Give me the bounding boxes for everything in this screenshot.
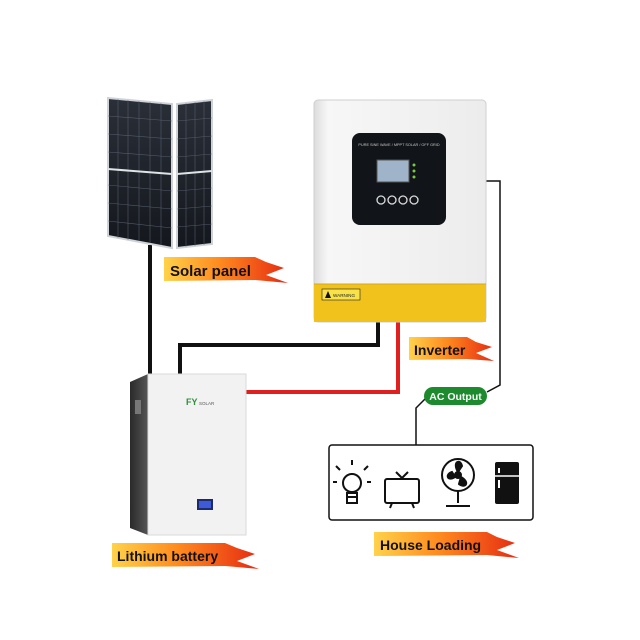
inverter-panel-caption: PURE SINE WAVE / MPPT SOLAR / OFF GRID — [358, 143, 439, 147]
inverter-battery-black-wire — [178, 322, 380, 378]
house-loading-label-text: House Loading — [380, 537, 481, 553]
inverter-lcd — [376, 159, 410, 183]
house-loading-label: House Loading — [374, 532, 519, 558]
inverter: WARNING PURE SINE WAVE / MPPT SOLAR / OF… — [313, 99, 487, 323]
inverter-label: Inverter — [409, 337, 494, 361]
battery-logo-text: SOLAR — [199, 401, 215, 406]
solar-panel — [107, 96, 213, 250]
solar-panel-label-text: Solar panel — [170, 263, 251, 280]
house-loading-wire — [415, 395, 429, 445]
house-loading-box — [328, 444, 534, 521]
inverter-warning-sticker — [321, 288, 361, 301]
battery-logo-mark: FY — [186, 397, 198, 407]
lithium-battery: FY SOLAR — [130, 373, 247, 536]
fan-icon — [441, 458, 475, 507]
bulb-icon — [333, 460, 371, 504]
solar-panel-label: Solar panel — [164, 257, 288, 283]
inverter-battery-red-wire — [246, 322, 400, 394]
wiring — [148, 180, 501, 445]
tv-icon — [384, 471, 420, 509]
battery-side — [130, 374, 148, 535]
lithium-battery-label: Lithium battery — [112, 543, 259, 569]
ac-output-tag: AC Output — [424, 387, 487, 405]
house-loading-frame — [328, 444, 534, 521]
inverter-buttons — [376, 195, 419, 205]
fridge-icon — [495, 462, 519, 504]
inverter-label-text: Inverter — [414, 342, 466, 358]
ac-output-label: AC Output — [429, 391, 482, 403]
ac-output-wire — [485, 180, 501, 393]
lithium-battery-label-text: Lithium battery — [117, 548, 218, 564]
inverter-warning-text: WARNING — [333, 293, 355, 298]
